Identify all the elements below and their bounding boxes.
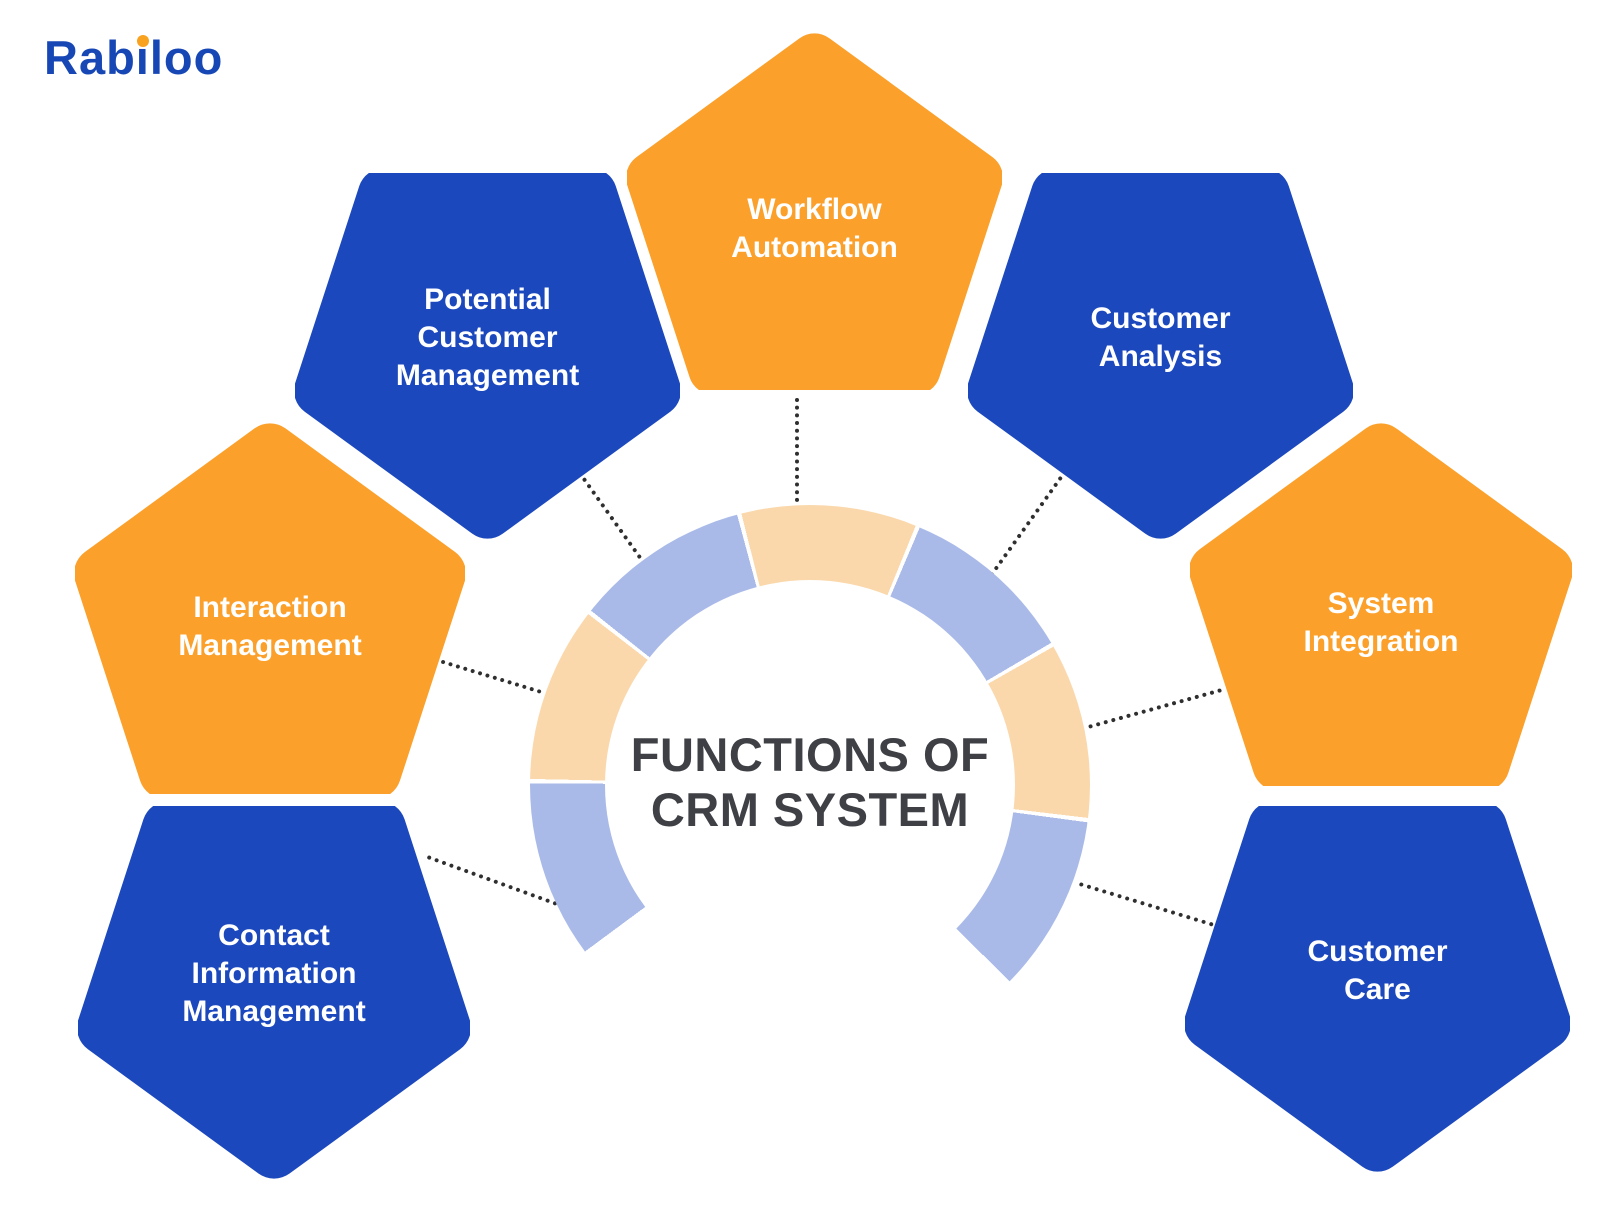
pentagon-label: System Integration — [1303, 586, 1459, 658]
pentagon-workflow-automation: Workflow Automation — [627, 33, 1002, 390]
pentagon-label: Customer Care — [1307, 934, 1448, 1006]
pentagon-label: Interaction Management — [178, 590, 362, 663]
segmented-ring: FUNCTIONS OF CRM SYSTEM — [530, 505, 1090, 1065]
connector-line-workflow-automation — [795, 398, 799, 502]
pentagon-shape — [295, 173, 680, 539]
logo-text-before: Rab — [44, 31, 136, 84]
pentagon-customer-care: Customer Care — [1185, 806, 1570, 1172]
pentagon-contact-information-management: Contact Information Management — [78, 806, 470, 1179]
pentagon-shape — [1185, 806, 1570, 1172]
logo-letter-i: ı — [136, 34, 150, 81]
pentagon-customer-analysis: Customer Analysis — [968, 173, 1353, 539]
pentagon-interaction-management: Interaction Management — [75, 423, 465, 794]
pentagon-shape — [968, 173, 1353, 539]
pentagon-system-integration: System Integration — [1190, 423, 1572, 786]
center-title: FUNCTIONS OF CRM SYSTEM — [630, 727, 990, 836]
logo-i-dot — [136, 35, 149, 47]
pentagon-label: Contact Information Management — [182, 918, 366, 1028]
logo-text-after: loo — [149, 31, 224, 84]
pentagon-label: Potential Customer Management — [395, 282, 580, 392]
pentagon-shape — [75, 423, 465, 794]
pentagon-potential-customer-management: Potential Customer Management — [295, 173, 680, 539]
pentagon-label: Customer Analysis — [1090, 301, 1231, 373]
pentagon-label: Workflow Automation — [731, 193, 898, 265]
pentagon-shape — [1190, 423, 1572, 786]
pentagon-shape — [78, 806, 470, 1179]
ring-inner-circle — [605, 580, 1015, 990]
pentagon-shape — [627, 33, 1002, 390]
